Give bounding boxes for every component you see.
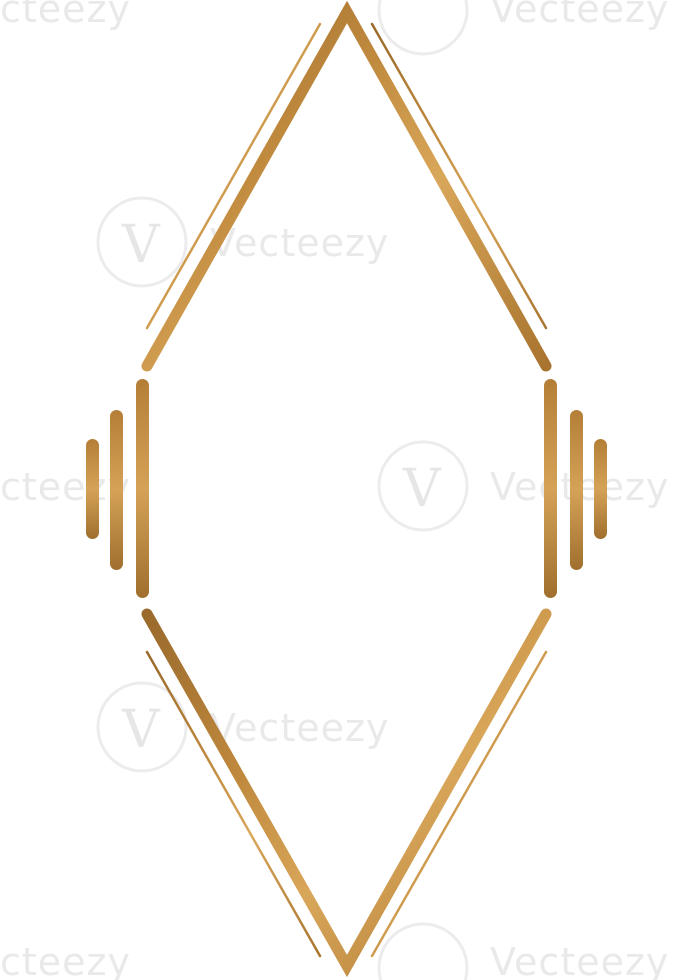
upper-left-thin-line xyxy=(145,22,322,330)
watermark-text: cteezy xyxy=(0,940,131,980)
watermark-text: cteezy xyxy=(0,465,131,509)
watermark-text: Vecteezy xyxy=(210,221,389,265)
watermark-logo-icon xyxy=(96,196,188,288)
left-bar-medium xyxy=(110,410,123,570)
watermark-logo-glyph: V xyxy=(121,700,161,760)
watermark-logo-icon xyxy=(377,922,469,980)
watermark-text: Vecteezy xyxy=(490,0,669,31)
lower-chevron-main-line xyxy=(141,608,552,978)
watermark-text: Vecteezy xyxy=(210,706,389,750)
watermark-logo-icon xyxy=(377,0,469,56)
left-bar-short xyxy=(86,439,99,539)
upper-chevron xyxy=(141,0,552,372)
watermark-text: cteezy xyxy=(0,0,131,31)
watermark-logo-icon xyxy=(377,440,469,532)
lower-chevron xyxy=(141,608,552,978)
watermark-logo-icon xyxy=(96,681,188,773)
upper-right-thin-line xyxy=(370,22,548,330)
lower-left-thin-line xyxy=(145,650,322,958)
right-bar-tall xyxy=(544,379,557,598)
watermark-logo-glyph: V xyxy=(402,459,442,519)
watermark-layer: cteezy Vecteezy V Vecteezy cteezy V Vect… xyxy=(0,0,669,980)
upper-chevron-main-line xyxy=(141,0,552,372)
watermark-logo-glyph: V xyxy=(121,215,161,275)
lower-right-thin-line xyxy=(370,650,548,958)
right-bar-medium xyxy=(570,410,583,570)
left-bar-tall xyxy=(136,379,149,598)
left-bar-stack xyxy=(86,379,149,598)
right-bar-short xyxy=(594,439,607,539)
watermark-text: Vecteezy xyxy=(490,940,669,980)
right-bar-stack xyxy=(544,379,607,598)
